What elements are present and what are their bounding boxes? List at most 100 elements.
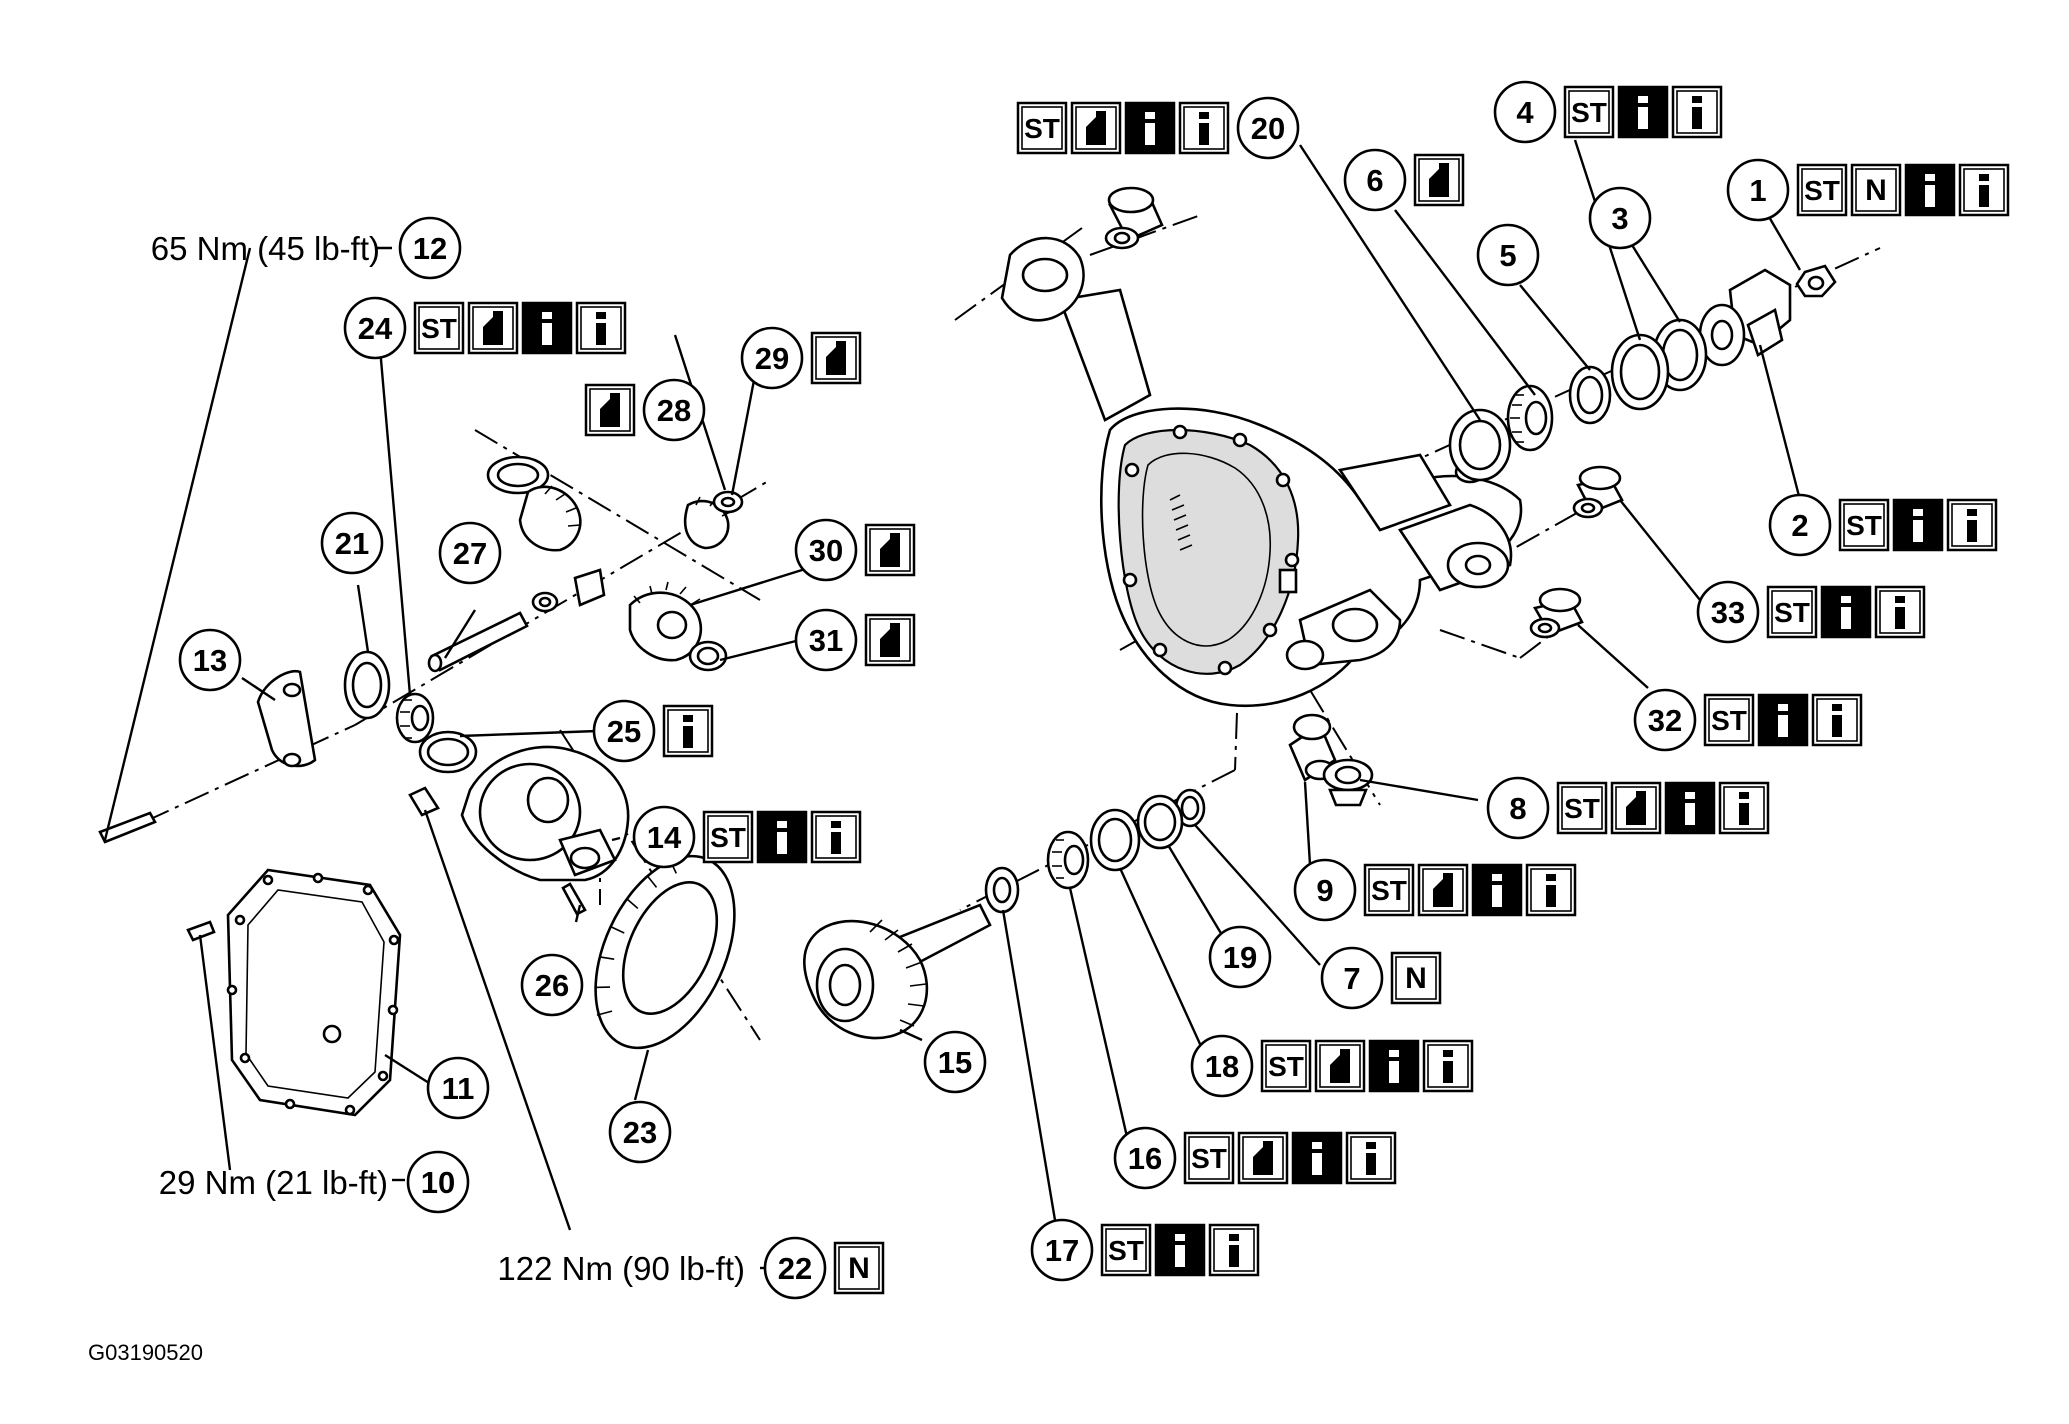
callout-balloon	[642, 378, 706, 442]
information-solid-icon	[1664, 781, 1716, 835]
callout-number: 12	[413, 231, 447, 266]
callout-1: 1 ST N	[1726, 158, 2010, 222]
special-tool-icon: ST	[413, 301, 465, 355]
callout-5: 5	[1476, 223, 1540, 287]
callout-13: 13	[178, 628, 242, 692]
information-outline-icon	[1946, 498, 1998, 552]
lubricate-icon	[810, 331, 862, 385]
lubricate-icon	[467, 301, 519, 355]
information-outline-icon	[1178, 101, 1230, 155]
information-solid-icon	[1124, 101, 1176, 155]
callout-balloon	[1113, 1126, 1177, 1190]
lubricate-icon	[864, 523, 916, 577]
callout-number: 14	[647, 820, 682, 855]
special-tool-icon-label: ST	[1846, 510, 1882, 541]
special-tool-icon: ST	[702, 810, 754, 864]
callout-balloon	[1588, 186, 1652, 250]
callout-balloon	[794, 608, 858, 672]
callout-number: 1	[1749, 173, 1766, 208]
callout-12: 12	[398, 216, 462, 280]
callout-15: 15	[923, 1030, 987, 1094]
ring-gear	[594, 854, 736, 1050]
callout-number: 26	[535, 968, 569, 1003]
callout-number: 29	[755, 341, 789, 376]
new-part-icon-label: N	[1865, 174, 1887, 207]
callout-balloon	[740, 326, 804, 390]
lubricate-icon	[584, 383, 636, 437]
callout-11: 11	[426, 1056, 490, 1120]
callout-number: 28	[657, 393, 691, 428]
figure-code: G03190520	[88, 1340, 203, 1365]
callout-balloon	[1030, 1218, 1094, 1282]
callout-balloon	[1696, 580, 1760, 644]
callout-27: 27	[438, 521, 502, 585]
callout-number: 16	[1128, 1141, 1162, 1176]
information-solid-icon	[1757, 693, 1809, 747]
torque-spec-12: 65 Nm (45 lb-ft)	[151, 230, 380, 267]
callout-balloon	[1726, 158, 1790, 222]
callout-19: 19	[1208, 925, 1272, 989]
callout-number: 4	[1516, 95, 1534, 130]
special-tool-icon: ST	[1563, 85, 1615, 139]
callout-balloon	[343, 296, 407, 360]
callout-number: 23	[623, 1115, 657, 1150]
callout-30: 30	[794, 518, 916, 582]
information-solid-icon	[756, 810, 808, 864]
callout-33-icons: ST	[1766, 585, 1926, 639]
callout-23: 23	[608, 1100, 672, 1164]
information-solid-icon	[1291, 1131, 1343, 1185]
callout-number: 30	[809, 533, 843, 568]
callout-balloon	[406, 1150, 470, 1214]
torque-spec-layer: 65 Nm (45 lb-ft) 29 Nm (21 lb-ft) 122 Nm (…	[151, 230, 745, 1287]
callout-balloon	[1293, 858, 1357, 922]
new-part-icon: N	[1390, 951, 1442, 1005]
callout-number: 6	[1366, 163, 1383, 198]
callout-balloon	[1236, 96, 1300, 160]
callout-2-icons: ST	[1838, 498, 1998, 552]
information-outline-icon	[1422, 1039, 1474, 1093]
callout-30-icons	[864, 523, 916, 577]
callout-number: 9	[1316, 873, 1333, 908]
special-tool-icon-label: ST	[1711, 705, 1747, 736]
special-tool-icon-label: ST	[1804, 175, 1840, 206]
callout-balloon	[1476, 223, 1540, 287]
callout-17-icons: ST	[1100, 1223, 1260, 1277]
callout-balloon	[520, 953, 584, 1017]
lubricate-icon	[1413, 153, 1465, 207]
special-tool-icon-label: ST	[710, 822, 746, 853]
callout-31-icons	[864, 613, 916, 667]
information-solid-icon	[521, 301, 573, 355]
callout-6: 6	[1343, 148, 1465, 212]
callout-6-icons	[1413, 153, 1465, 207]
callout-number: 15	[938, 1045, 972, 1080]
torque-spec-10: 29 Nm (21 lb-ft)	[159, 1164, 388, 1201]
special-tool-icon-label: ST	[1371, 875, 1407, 906]
callout-4-icons: ST	[1563, 85, 1723, 139]
callout-10: 10	[406, 1150, 470, 1214]
callout-balloon	[438, 521, 502, 585]
torque-spec-22: 122 Nm (90 lb-ft)	[497, 1250, 745, 1287]
callout-1-icons: ST N	[1796, 163, 2010, 217]
callout-balloon	[398, 216, 462, 280]
callout-9: 9 ST	[1293, 858, 1577, 922]
callout-number: 18	[1205, 1049, 1239, 1084]
new-part-icon-label: N	[1405, 962, 1427, 995]
special-tool-icon-label: ST	[1774, 597, 1810, 628]
callout-balloon	[794, 518, 858, 582]
pinion-flange-parts	[1448, 264, 1837, 482]
callout-16-icons: ST	[1183, 1131, 1397, 1185]
callout-number: 5	[1499, 238, 1516, 273]
callout-26: 26	[520, 953, 584, 1017]
special-tool-icon: ST	[1703, 693, 1755, 747]
special-tool-icon: ST	[1796, 163, 1848, 217]
information-outline-icon	[1874, 585, 1926, 639]
callout-29-icons	[810, 331, 862, 385]
callout-balloon	[763, 1236, 827, 1300]
